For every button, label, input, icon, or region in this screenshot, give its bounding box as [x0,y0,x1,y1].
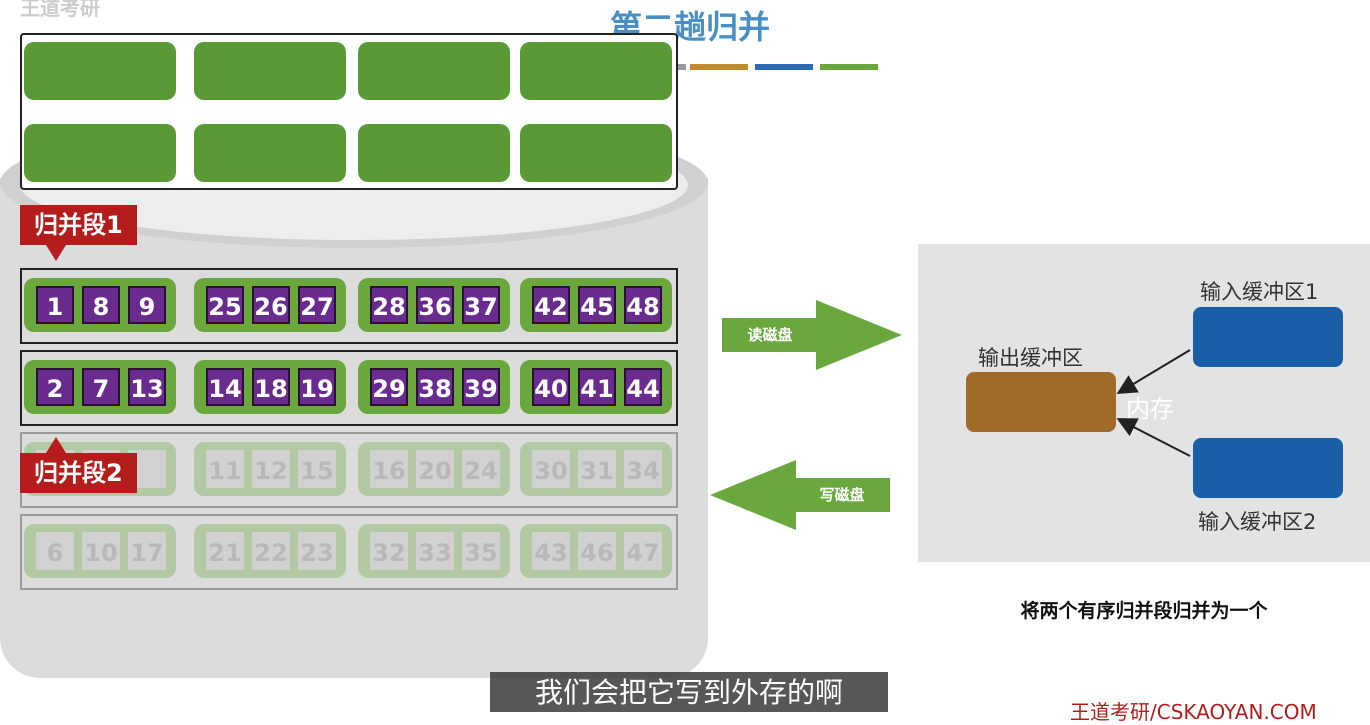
record-value: 15 [298,450,336,488]
empty-buffer-block [358,42,510,100]
record-value: 13 [128,368,166,406]
write-arrow-head [710,460,796,530]
disk-row-5 [20,514,678,590]
record-value: 36 [416,286,454,324]
record-value: 40 [532,368,570,406]
subtitle-background [490,672,888,712]
output-buffer-label: 输出缓冲区 [978,346,1083,370]
input-buffer-2-label: 输入缓冲区2 [1198,510,1317,534]
record-value: 47 [624,532,662,570]
record-value: 30 [532,450,570,488]
empty-buffer-block [520,42,672,100]
segment-2-tag-pointer [46,437,66,453]
record-value: 17 [128,532,166,570]
input-buffer-1-label: 输入缓冲区1 [1200,280,1319,304]
empty-buffer-block [520,124,672,182]
watermark: 王道考研 [20,0,100,20]
record-value: 11 [206,450,244,488]
segment-2-tag: 归并段2 [20,453,137,493]
disk-row-2 [20,268,678,344]
record-value: 24 [462,450,500,488]
record-value: 43 [532,532,570,570]
record-value: 27 [298,286,336,324]
record-value: 2 [36,368,74,406]
record-value: 25 [206,286,244,324]
record-value: 10 [82,532,120,570]
record-value: 37 [462,286,500,324]
empty-buffer-block [358,124,510,182]
record-value: 48 [624,286,662,324]
record-value: 16 [370,450,408,488]
empty-buffer-block [194,42,346,100]
record-value: 9 [128,286,166,324]
legend-line-green [820,64,878,70]
record-value: 35 [462,532,500,570]
record-value: 20 [416,450,454,488]
legend-line-brown [690,64,748,70]
record-value: 33 [416,532,454,570]
record-value: 14 [206,368,244,406]
brand-text: 王道考研/CSKAOYAN.COM [1070,700,1317,724]
record-value: 44 [624,368,662,406]
record-value: 31 [578,450,616,488]
write-disk-label: 写磁盘 [819,486,865,504]
record-value: 42 [532,286,570,324]
record-value: 19 [298,368,336,406]
output-buffer [966,372,1116,432]
record-value: 29 [370,368,408,406]
read-arrow-head [816,300,902,370]
legend-line-gray [672,64,686,70]
record-value: 18 [252,368,290,406]
input-buffer-1 [1193,307,1343,367]
record-value: 32 [370,532,408,570]
record-value: 23 [298,532,336,570]
write-disk-arrow: 写磁盘 [794,478,890,512]
record-value: 28 [370,286,408,324]
disk-row-3 [20,350,678,426]
segment-1-tag: 归并段1 [20,205,137,245]
input-buffer-2 [1193,438,1343,498]
read-disk-arrow: 读磁盘 [722,318,818,352]
record-value: 21 [206,532,244,570]
subtitle-text: 我们会把它写到外存的啊 [534,676,843,709]
record-value: 41 [578,368,616,406]
empty-buffer-block [24,124,176,182]
description-text: 将两个有序归并段归并为一个 [1020,600,1268,622]
record-value: 26 [252,286,290,324]
record-value: 7 [82,368,120,406]
record-value: 45 [578,286,616,324]
record-value: 22 [252,532,290,570]
disk-cylinder [0,178,708,678]
record-value: 8 [82,286,120,324]
record-value: 34 [624,450,662,488]
empty-buffer-block [194,124,346,182]
record-value: 6 [36,532,74,570]
read-disk-label: 读磁盘 [747,326,793,344]
empty-buffer-block [24,42,176,100]
record-value: 1 [36,286,74,324]
legend-line-blue [755,64,813,70]
record-value: 39 [462,368,500,406]
memory-panel: 输出缓冲区 内存 输入缓冲区1 输入缓冲区2 [918,244,1370,562]
record-value: 38 [416,368,454,406]
merge-arrows [1116,349,1191,457]
record-value: 46 [578,532,616,570]
record-value: 12 [252,450,290,488]
segment-1-tag-pointer [46,245,66,261]
